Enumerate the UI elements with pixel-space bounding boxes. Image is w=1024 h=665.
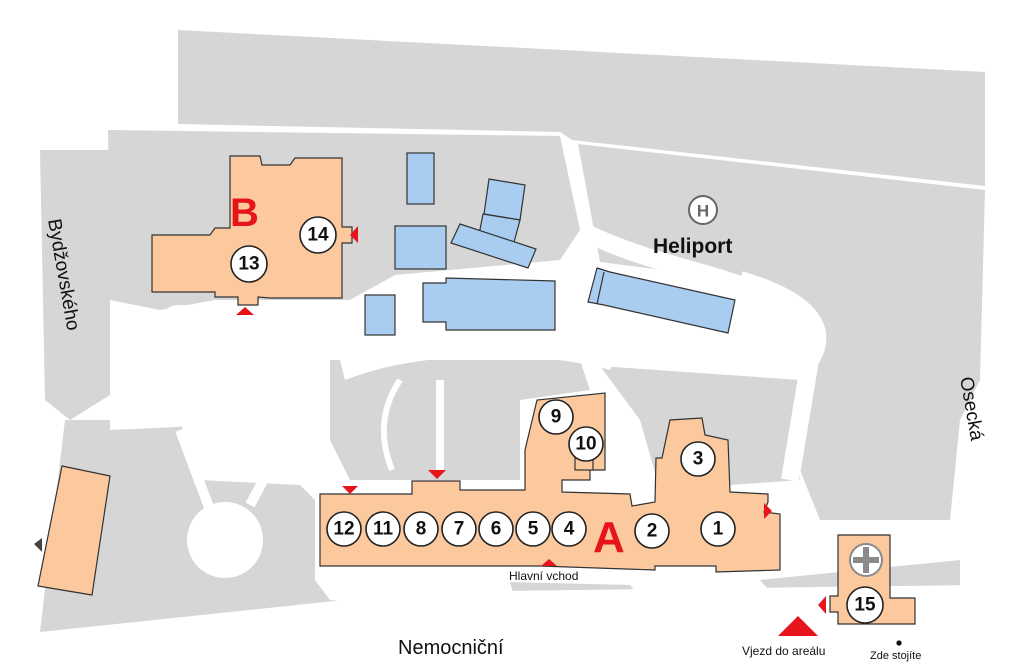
- pavilion-3[interactable]: 3: [680, 441, 716, 477]
- svg-text:15: 15: [854, 595, 876, 616]
- helipad-icon: H: [688, 195, 718, 225]
- svg-text:7: 7: [454, 519, 465, 540]
- pavilion-1[interactable]: 1: [700, 511, 736, 547]
- triangle-marker-icon: [818, 596, 826, 614]
- svg-text:5: 5: [528, 519, 539, 540]
- cross-icon: [849, 543, 883, 577]
- svg-text:9: 9: [551, 407, 562, 428]
- technical-buildings: [364, 152, 736, 336]
- triangle-marker-icon: [428, 470, 446, 479]
- entrance-markers: [34, 226, 826, 636]
- pavilion-12[interactable]: 12: [326, 511, 362, 547]
- pavilion-10[interactable]: 10: [568, 426, 604, 462]
- svg-text:1: 1: [713, 519, 724, 540]
- building-a-letter: A: [593, 513, 625, 562]
- svg-text:11: 11: [373, 519, 394, 540]
- pavilion-6[interactable]: 6: [478, 511, 514, 547]
- triangle-marker-icon: [541, 559, 557, 566]
- pavilion-9[interactable]: 9: [538, 399, 574, 435]
- building-b-letter: B: [230, 191, 259, 235]
- pavilion-5[interactable]: 5: [515, 511, 551, 547]
- main-entrance-label: Hlavní vchod: [509, 569, 578, 583]
- building-b: [151, 155, 353, 306]
- svg-text:4: 4: [564, 519, 575, 540]
- svg-text:6: 6: [491, 519, 502, 540]
- area-entry-label: Vjezd do areálu: [742, 644, 825, 658]
- pavilion-15[interactable]: 15: [846, 586, 884, 624]
- pavilion-4[interactable]: 4: [551, 511, 587, 547]
- location-dot-icon: [896, 640, 902, 646]
- svg-text:3: 3: [693, 449, 704, 470]
- triangle-marker-icon: [764, 503, 772, 519]
- svg-text:2: 2: [647, 521, 658, 542]
- helipad-letter: H: [697, 202, 709, 221]
- you-are-here-label: Zde stojíte: [870, 650, 921, 662]
- pavilion-11[interactable]: 11: [365, 511, 401, 547]
- triangle-marker-icon: [236, 307, 254, 315]
- triangle-marker-icon: [34, 538, 42, 552]
- pavilion-14[interactable]: 14: [299, 216, 337, 254]
- pavilion-8[interactable]: 8: [403, 511, 439, 547]
- pavilion-2[interactable]: 2: [634, 513, 670, 549]
- building-west: [37, 465, 111, 596]
- svg-text:8: 8: [416, 519, 427, 540]
- svg-text:10: 10: [575, 434, 596, 455]
- triangle-marker-icon: [342, 486, 358, 494]
- street-nemocnicni: Nemocniční: [398, 637, 504, 659]
- svg-text:12: 12: [333, 519, 354, 540]
- area-entry-marker: [778, 616, 818, 636]
- pavilion-7[interactable]: 7: [441, 511, 477, 547]
- pavilion-13[interactable]: 13: [230, 245, 268, 283]
- triangle-marker-icon: [350, 226, 358, 243]
- heliport-label: Heliport: [653, 235, 732, 258]
- svg-text:13: 13: [238, 254, 259, 275]
- svg-text:14: 14: [307, 225, 329, 246]
